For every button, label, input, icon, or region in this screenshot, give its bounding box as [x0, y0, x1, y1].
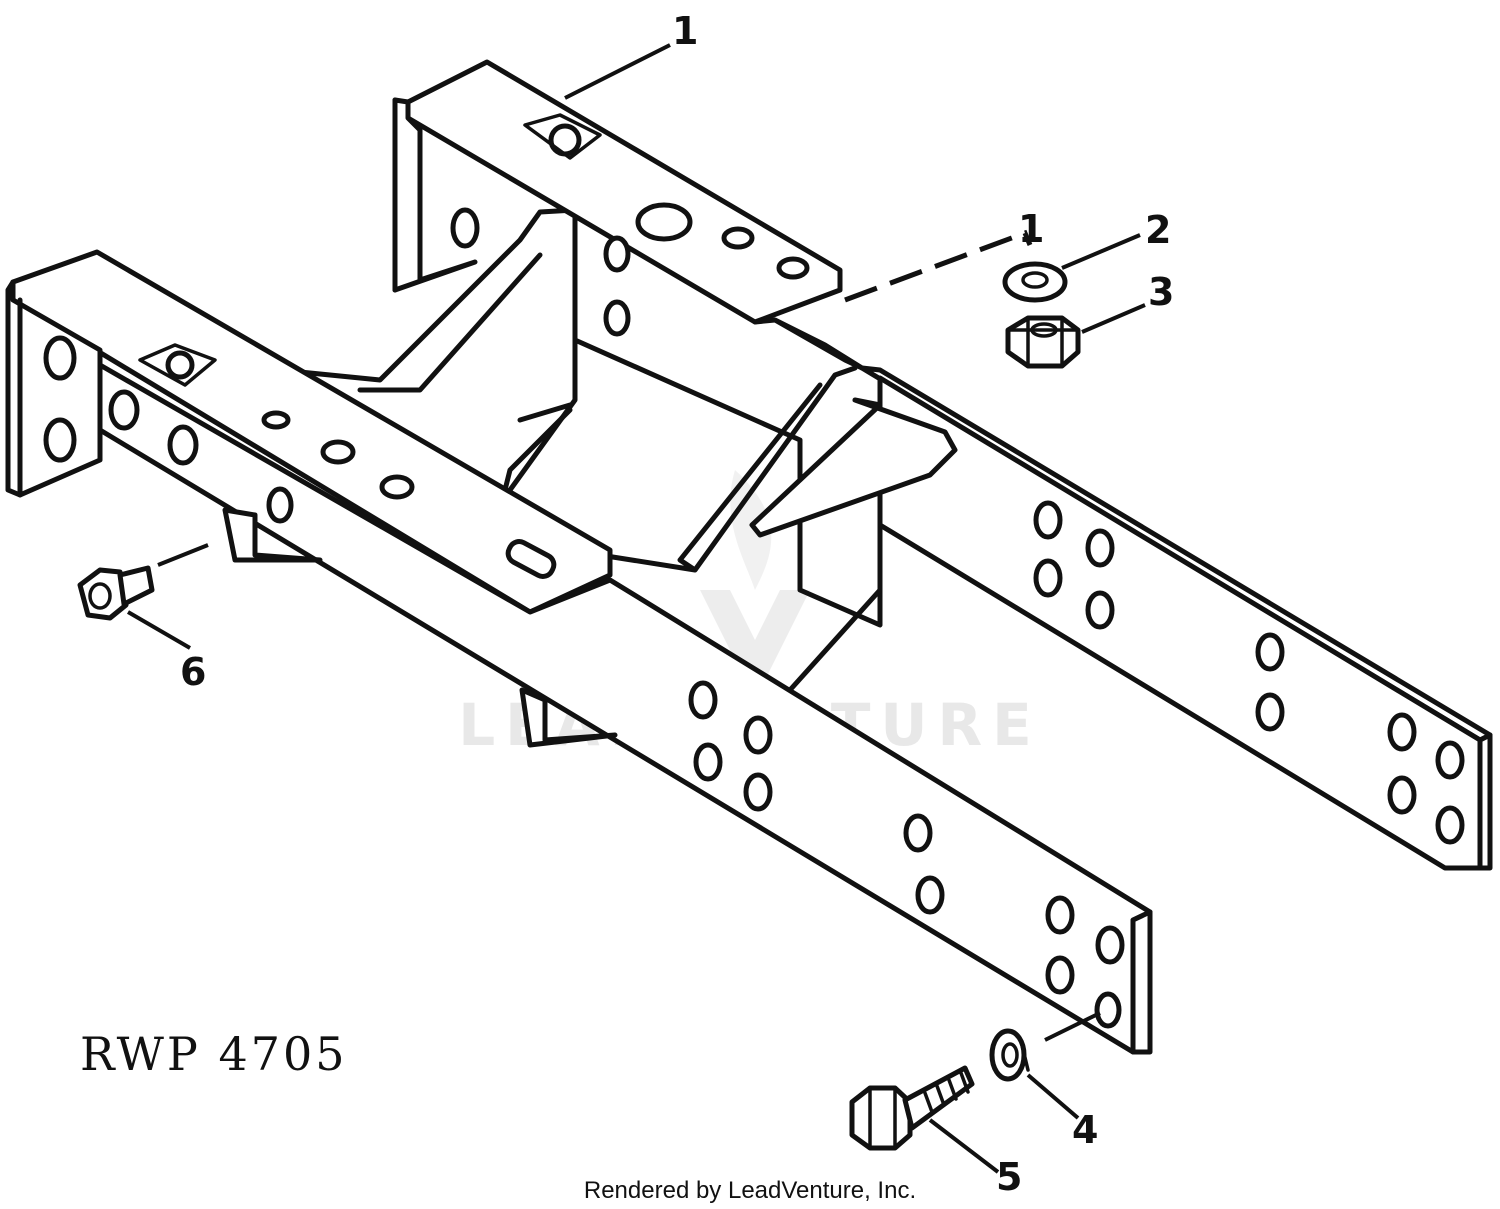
- frame-cross-member: [297, 207, 858, 573]
- figure-id: RWP 4705: [80, 1027, 348, 1081]
- left-rail-side: [97, 362, 1153, 1055]
- callout-6: 6: [180, 650, 206, 694]
- callout-3: 3: [1148, 270, 1174, 314]
- lock-washer-2: [1002, 261, 1068, 303]
- shoulder-bolt-6: [77, 565, 155, 621]
- cap-screw-5: [849, 1065, 975, 1151]
- left-hanger-rear: [519, 687, 618, 748]
- callout-leaders: [126, 43, 1146, 1174]
- left-rail-endplate: [5, 279, 103, 498]
- frame-drawing: [5, 59, 1493, 1055]
- right-gusset: [749, 397, 958, 538]
- right-rail-side: [877, 375, 1483, 871]
- frame-holes: [43, 202, 1465, 1029]
- upper-plate-edge: [752, 317, 865, 371]
- frame-lower-brace: [502, 402, 883, 693]
- callout-5: 5: [996, 1155, 1022, 1199]
- callout-4: 4: [1072, 1108, 1098, 1152]
- footer-credit: Rendered by LeadVenture, Inc.: [584, 1177, 916, 1204]
- upper-mount-plate: [405, 59, 843, 325]
- lock-washer-4: [989, 1028, 1030, 1082]
- callout-labels: 1 1 2 3 4 5 6: [180, 9, 1174, 1199]
- callout-1-top: 1: [672, 9, 698, 53]
- nut-3: [1005, 315, 1081, 369]
- rail-slot: [505, 539, 557, 579]
- callout-2: 2: [1145, 208, 1171, 252]
- callout-1-dashed: 1: [1018, 207, 1044, 251]
- left-rail-tab-hole: [165, 350, 195, 380]
- left-hanger-front: [222, 507, 323, 563]
- upper-plate-tab-hole: [548, 123, 582, 157]
